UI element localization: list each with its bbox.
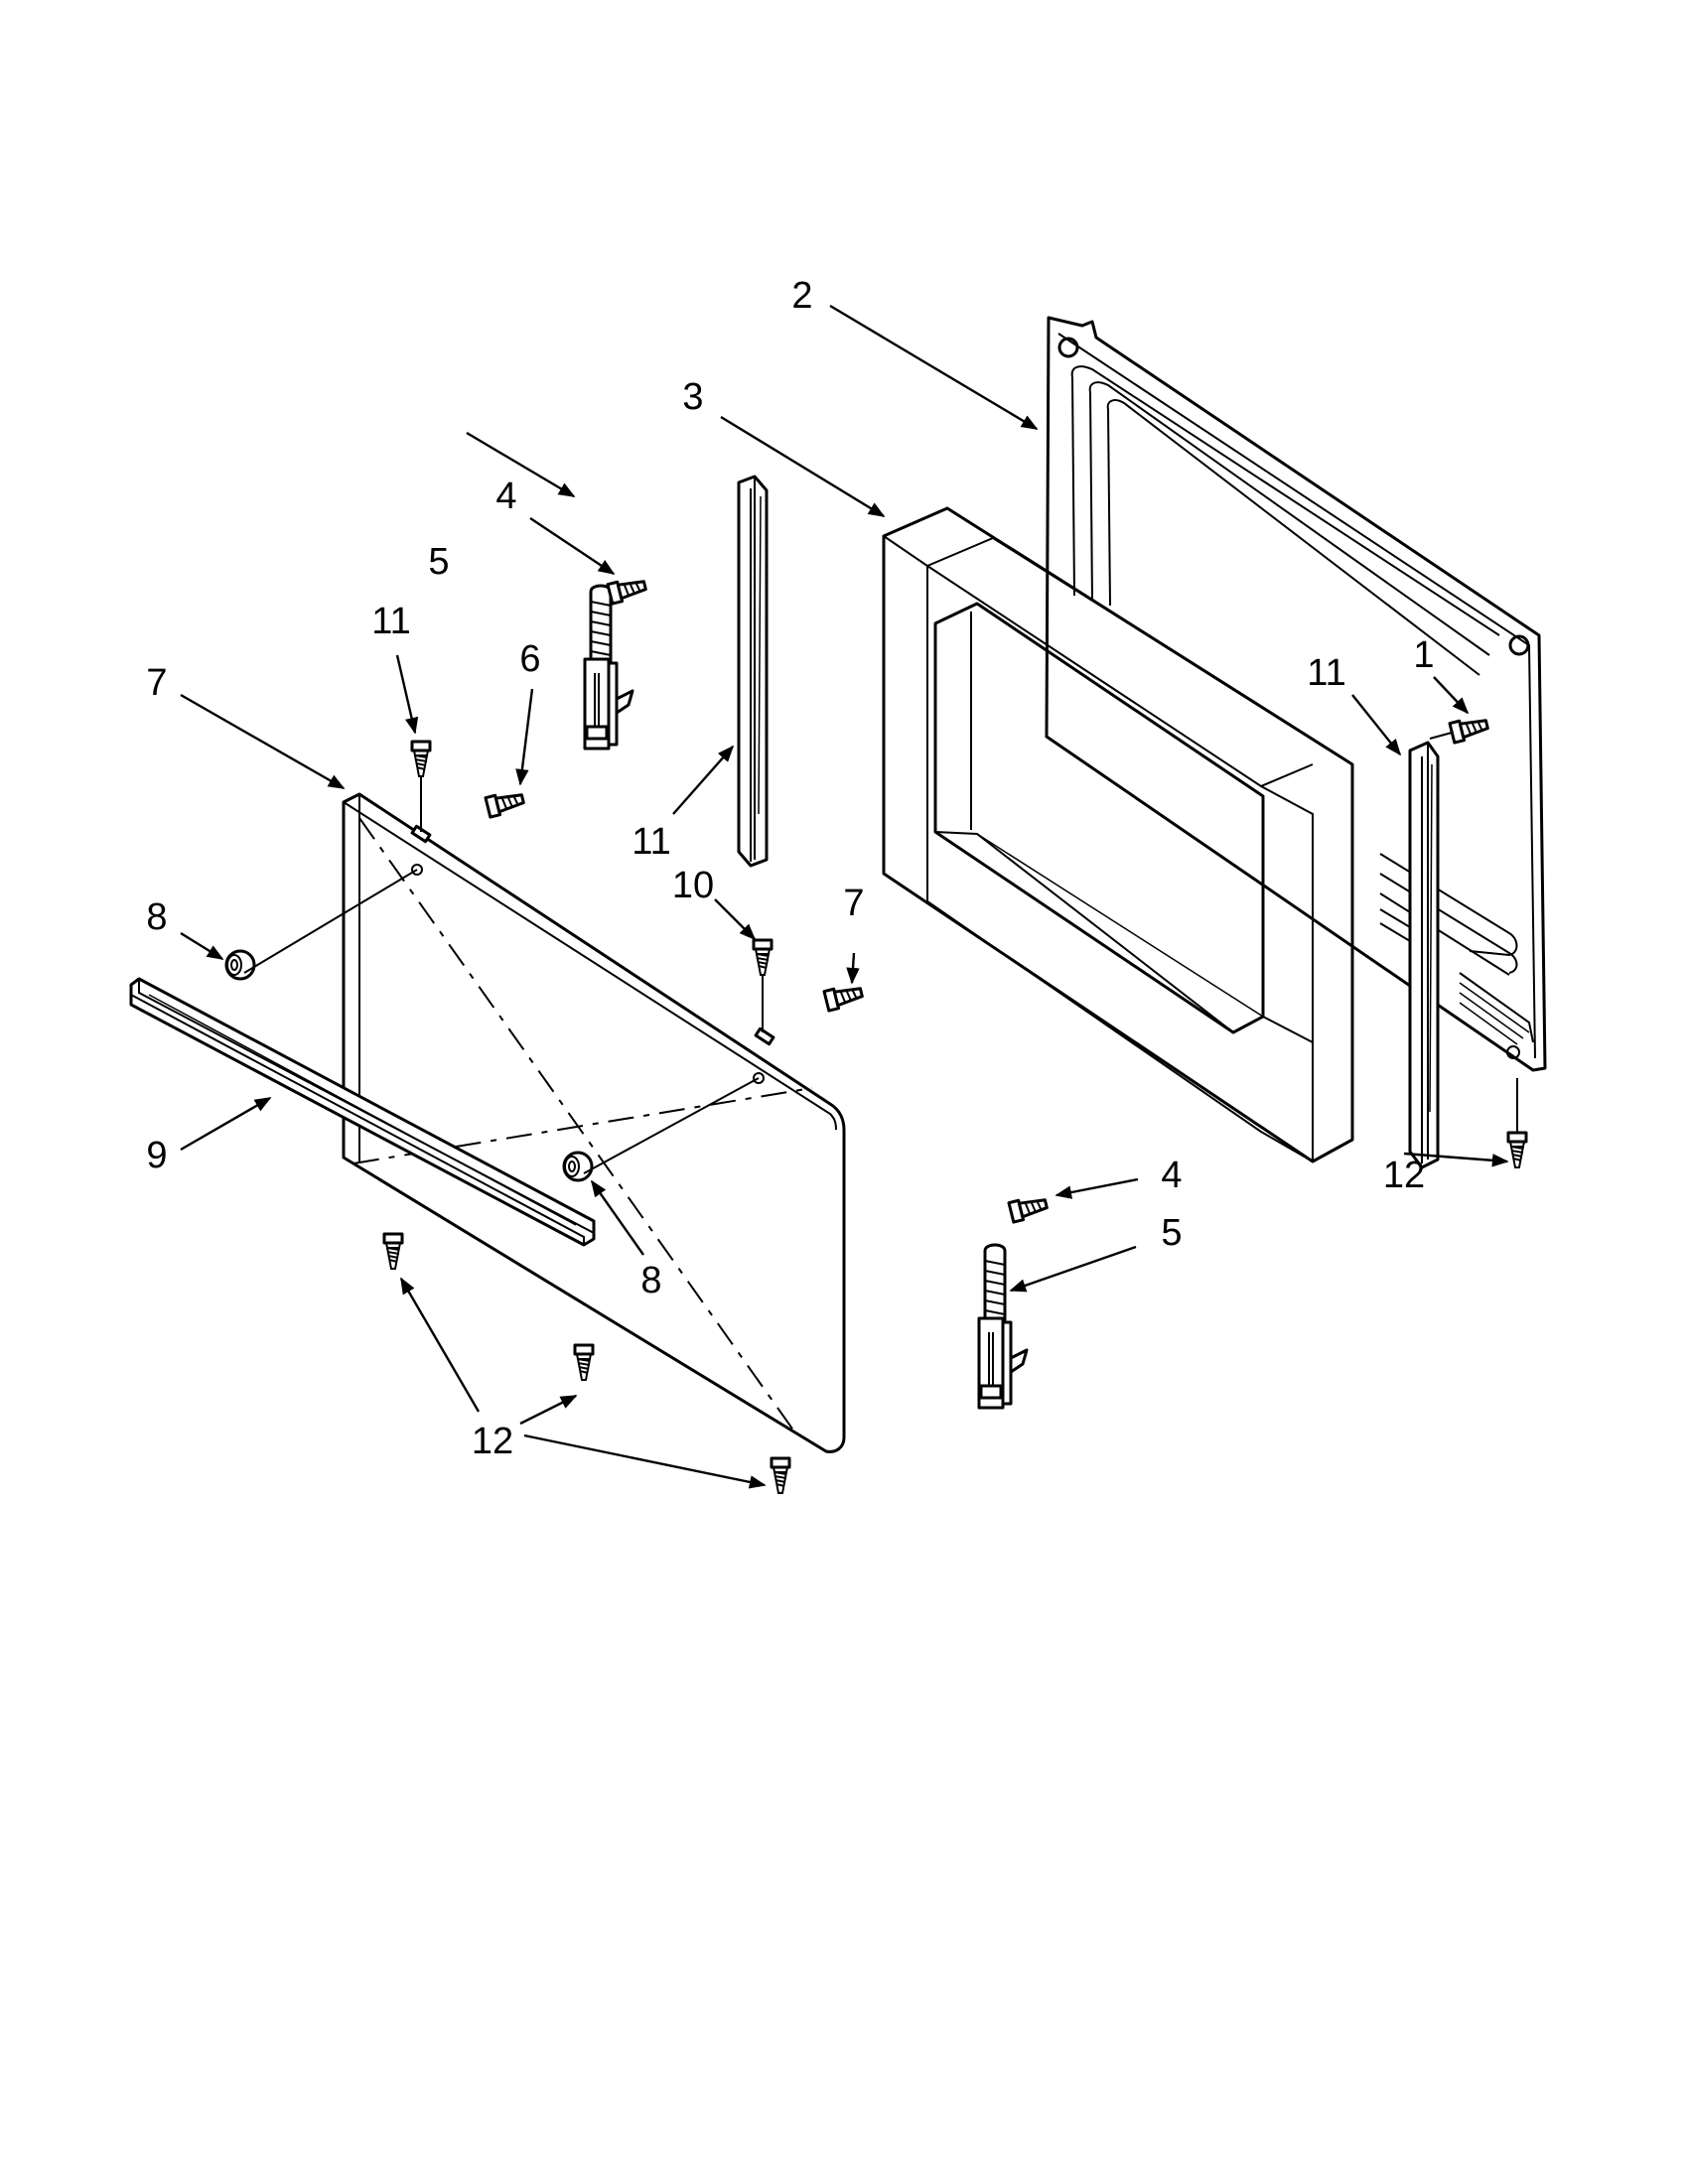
callout-12-lower: 12: [472, 1421, 513, 1462]
door-trim-strip-part-11-right: [1408, 741, 1440, 1169]
roller-part-8-right: [562, 1151, 594, 1182]
callout-10: 10: [672, 865, 714, 906]
screw-part-6: [484, 787, 527, 819]
screw-part-12-right: [1506, 1131, 1528, 1169]
callout-3: 3: [682, 376, 703, 418]
callout-9: 9: [146, 1135, 167, 1176]
screw-part-12-b: [573, 1343, 595, 1382]
screw-part-12-a: [382, 1232, 404, 1271]
callout-1: 1: [1413, 634, 1434, 676]
callout-8-left: 8: [146, 896, 167, 938]
leader-lines: [180, 304, 1509, 1489]
callout-11-right: 11: [1307, 652, 1345, 694]
callout-5-lower: 5: [1161, 1212, 1182, 1254]
callout-11-top: 11: [371, 601, 410, 642]
screw-part-4-upper: [606, 574, 649, 606]
callout-7-right: 7: [843, 883, 864, 924]
callout-labels: 2 3 4 5 11 6 7 11 11 1 8 10 7 9 8 12 4 5…: [146, 275, 1434, 1462]
roller-part-8-left: [224, 949, 256, 981]
callout-4-lower: 4: [1161, 1155, 1182, 1196]
door-trim-strip-part-11-center: [737, 475, 769, 868]
door-liner-part-2: [1045, 316, 1547, 1072]
callout-4-upper: 4: [495, 476, 516, 517]
screw-part-4-lower: [1007, 1192, 1051, 1224]
callout-8-right: 8: [640, 1260, 661, 1301]
callout-12-right: 12: [1383, 1155, 1425, 1196]
screw-part-10: [752, 938, 774, 977]
hinge-part-5-lower: [977, 1243, 1029, 1410]
callout-2: 2: [791, 275, 812, 317]
screw-part-11-top: [410, 740, 432, 778]
callout-5-upper: 5: [428, 541, 449, 583]
door-trim-bar-part-9: [129, 977, 596, 1247]
callout-11-center: 11: [632, 821, 670, 863]
door-frame-part-3: [882, 506, 1354, 1163]
hinge-part-5-upper: [583, 584, 634, 751]
callout-7-left: 7: [146, 662, 167, 704]
screw-part-1: [1448, 713, 1491, 745]
screw-part-12-c: [770, 1456, 791, 1495]
screw-part-7: [822, 981, 866, 1013]
callout-6: 6: [519, 638, 540, 680]
